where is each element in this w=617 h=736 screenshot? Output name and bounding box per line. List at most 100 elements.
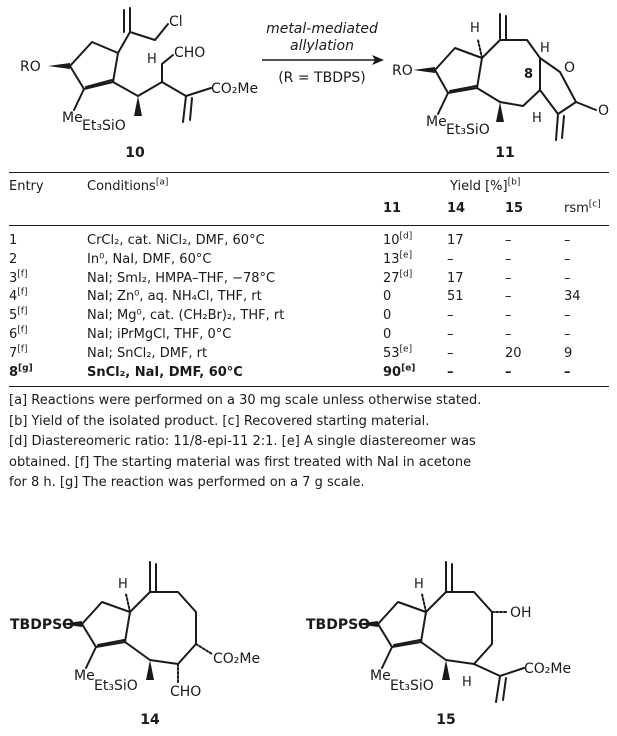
atom-h1-15: H [414, 577, 424, 592]
cell-yield-15: 20 [505, 345, 522, 361]
header-col-11: 11 [383, 201, 402, 216]
atom-me-15: Me [370, 668, 391, 684]
table-header: Entry Conditions[a] Yield [%][b] 11 14 1… [9, 173, 609, 225]
table-header-rule [9, 225, 609, 226]
atom-cl: Cl [169, 14, 183, 30]
atom-h: H [147, 52, 157, 67]
cell-entry: 1 [9, 233, 18, 248]
atom-tbdpso-14: TBDPSO [10, 617, 74, 633]
cell-entry: 2 [9, 251, 18, 267]
table-bottom-rule [9, 386, 609, 388]
cell-entry: 5[f] [9, 306, 28, 324]
atom-me-prod: Me [426, 114, 447, 130]
byproduct-structures: TBDPSO H Me Et₃SiO CHO CO₂Me 14 TBDPSO H… [10, 561, 571, 728]
structure-10: RO Cl H CHO Me Et₃SiO CO₂Me 10 [20, 7, 258, 161]
cell-yield-15: – [505, 364, 512, 380]
cell-yield-11: 13[e] [383, 250, 413, 267]
cell-entry: 3[f] [9, 269, 28, 286]
footnote-line: [d] Diastereomeric ratio: 11/8-epi-11 2:… [9, 434, 476, 450]
cell-yield-14: – [447, 364, 454, 380]
cell-yield-11: 53[e] [383, 344, 413, 361]
cell-entry: 8[g] [9, 363, 33, 380]
results-table: Entry Conditions[a] Yield [%][b] 11 14 1… [9, 172, 609, 500]
cell-conditions: NaI; iPrMgCl, THF, 0°C [87, 326, 232, 342]
atom-me-14: Me [74, 668, 95, 684]
cell-rsm: – [564, 270, 571, 286]
table-footnotes: [a] Reactions were performed on a 30 mg … [9, 387, 609, 500]
cell-rsm: – [564, 364, 571, 380]
cell-yield-11: 27[d] [383, 269, 413, 286]
cell-yield-14: 51 [447, 289, 464, 305]
cell-conditions: In⁰, NaI, DMF, 60°C [87, 251, 212, 267]
cell-yield-14: – [447, 308, 454, 324]
atom-ro: RO [20, 59, 41, 75]
cell-yield-14: 17 [447, 233, 464, 248]
arrow-condition: (R = TBDPS) [278, 70, 366, 86]
cell-rsm: – [564, 308, 571, 324]
reaction-arrow: metal-mediated allylation (R = TBDPS) [262, 21, 384, 86]
cell-conditions: NaI; Zn⁰, aq. NH₄Cl, THF, rt [87, 289, 262, 305]
header-conditions: Conditions[a] [87, 177, 169, 194]
cell-yield-15: – [505, 289, 512, 305]
arrow-line2: allylation [290, 38, 354, 54]
atom-et3sio-14: Et₃SiO [94, 678, 138, 694]
cell-yield-15: – [505, 270, 512, 286]
cell-yield-15: – [505, 326, 512, 342]
carbon-8-label: 8 [524, 67, 533, 82]
atom-oh-15: OH [510, 605, 532, 621]
compound-label-10: 10 [125, 145, 145, 161]
compound-label-15: 15 [436, 712, 455, 728]
atom-h2-15: H [462, 675, 472, 690]
cell-rsm: 9 [564, 345, 573, 361]
structure-14: TBDPSO H Me Et₃SiO CHO CO₂Me 14 [10, 561, 260, 728]
header-col-15: 15 [505, 201, 524, 216]
cell-conditions: NaI; Mg⁰, cat. (CH₂Br)₂, THF, rt [87, 308, 285, 324]
cell-yield-15: – [505, 251, 512, 267]
structure-11: RO H H H O O Me Et₃SiO 8 11 [392, 13, 609, 161]
atom-ro-prod: RO [392, 63, 413, 79]
cell-conditions: NaI; SmI₂, HMPA–THF, −78°C [87, 270, 276, 286]
atom-co2me-14: CO₂Me [213, 651, 260, 667]
cell-yield-11: 90[e] [383, 363, 416, 380]
cell-rsm: – [564, 233, 571, 248]
header-col-14: 14 [447, 201, 466, 216]
atom-co2me-15: CO₂Me [524, 661, 571, 677]
atom-h2: H [540, 41, 550, 56]
footnote-line: [b] Yield of the isolated product. [c] R… [9, 413, 430, 429]
cell-entry: 7[f] [9, 344, 28, 361]
cell-conditions: CrCl₂, cat. NiCl₂, DMF, 60°C [87, 233, 265, 248]
cell-yield-14: 17 [447, 270, 464, 286]
table-body: 1 CrCl₂, cat. NiCl₂, DMF, 60°C 10[d] 17 – – 2 I… [9, 226, 609, 386]
cell-conditions: SnCl₂, NaI, DMF, 60°C [87, 364, 243, 380]
atom-et3sio: Et₃SiO [82, 118, 126, 134]
footnote-line: for 8 h. [g] The reaction was performed … [9, 475, 365, 491]
cell-yield-11: 10[d] [383, 231, 413, 248]
footnote-line: [a] Reactions were performed on a 30 mg … [9, 393, 482, 409]
arrow-line1: metal-mediated [266, 21, 378, 37]
table-top-rule [9, 172, 609, 173]
header-entry: Entry [9, 179, 44, 194]
cell-conditions: NaI; SnCl₂, DMF, rt [87, 345, 208, 361]
atom-me: Me [62, 110, 83, 126]
cell-yield-11: 0 [383, 289, 392, 305]
footnote-line: obtained. [f] The starting material was … [9, 454, 472, 470]
cell-rsm: 34 [564, 289, 581, 305]
cell-entry: 6[f] [9, 325, 28, 342]
table-row: 8[g] SnCl₂, NaI, DMF, 60°C 90[e] – – – [9, 364, 609, 383]
atom-cho: CHO [174, 45, 205, 61]
atom-o-ring: O [564, 60, 575, 76]
compound-label-11: 11 [495, 145, 514, 161]
table-row: 3[f] NaI; SmI₂, HMPA–THF, −78°C 27[d] 17 – – [9, 270, 609, 289]
cell-yield-15: – [505, 308, 512, 324]
atom-h1: H [470, 21, 480, 36]
atom-h3: H [532, 111, 542, 126]
cell-yield-14: – [447, 326, 454, 342]
atom-o-carbonyl: O [598, 103, 609, 119]
reaction-scheme: RO Cl H CHO Me Et₃SiO CO₂Me 10 metal-med… [20, 7, 609, 161]
